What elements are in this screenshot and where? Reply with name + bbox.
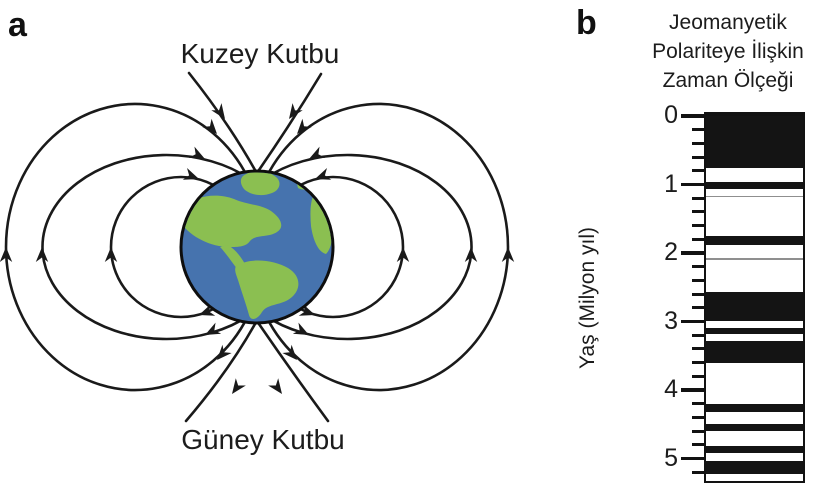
minor-tick (692, 169, 704, 173)
minor-tick (692, 306, 704, 310)
polarity-band (706, 168, 803, 182)
polarity-band (706, 189, 803, 196)
major-tick (681, 182, 704, 187)
field-line-bottom-right (257, 322, 330, 423)
magnetic-field-diagram (0, 71, 515, 423)
polarity-band (706, 453, 803, 462)
minor-tick (692, 210, 704, 214)
arrowheads-equator (0, 247, 515, 262)
polarity-band (706, 474, 803, 481)
tick-label: 1 (664, 169, 678, 198)
arrowheads-top (182, 103, 332, 180)
polarity-band (706, 431, 803, 447)
continent-north-america (182, 195, 282, 247)
field-line-outer-right (264, 102, 510, 392)
minor-tick (692, 237, 704, 241)
panel-b-title-line3: Zaman Ölçeği (662, 69, 794, 92)
polarity-band (706, 244, 803, 258)
panel-b-title: Jeomanyetik Polariteye İlişkin Zaman Ölç… (628, 8, 825, 95)
polarity-band (706, 181, 803, 190)
minor-tick (692, 429, 704, 433)
minor-tick (692, 128, 704, 132)
major-tick (681, 319, 704, 324)
arrowheads-bottom (199, 304, 315, 394)
south-pole-label: Güney Kutbu (181, 424, 345, 455)
minor-tick (692, 374, 704, 378)
major-tick (681, 114, 704, 118)
polarity-band (706, 196, 803, 236)
polarity-column (704, 112, 805, 483)
minor-tick (692, 224, 704, 228)
tick-label: 4 (664, 375, 678, 403)
tick-label: 0 (664, 101, 678, 129)
polarity-band (706, 340, 803, 364)
field-line-middle-left (41, 153, 252, 341)
panel-b-title-line1: Jeomanyetik (669, 11, 787, 34)
minor-tick (692, 347, 704, 351)
minor-tick (692, 265, 704, 269)
continent-central-america (220, 245, 246, 270)
polarity-band (706, 292, 803, 321)
field-arrowheads (0, 103, 515, 394)
minor-tick (692, 361, 704, 365)
polarity-band (706, 320, 803, 328)
field-line-top-right (257, 72, 323, 172)
earth-globe (179, 169, 335, 325)
minor-tick (692, 141, 704, 145)
minor-tick (692, 443, 704, 447)
minor-tick (692, 415, 704, 419)
panel-b-label: b (576, 4, 597, 42)
field-line-bottom-left (184, 322, 257, 423)
continent-greenland (240, 172, 280, 196)
polarity-band (706, 461, 803, 475)
polarity-band (706, 116, 803, 169)
polarity-band (706, 403, 803, 412)
minor-tick (692, 402, 704, 406)
polarity-band (706, 411, 803, 425)
polarity-band (706, 327, 803, 334)
minor-tick (692, 196, 704, 200)
polarity-band (706, 235, 803, 245)
north-pole-label: Kuzey Kutbu (180, 38, 340, 69)
tick-label: 3 (664, 306, 678, 335)
field-line-middle-right (262, 153, 473, 341)
field-line-outer-left (4, 102, 250, 392)
major-tick (681, 456, 704, 461)
panel-b-title-line2: Polariteye İlişkin (652, 40, 804, 63)
minor-tick (692, 292, 704, 296)
panel-a-label: a (8, 6, 27, 44)
polarity-band (706, 259, 803, 292)
polarity-band (706, 363, 803, 404)
minor-tick (692, 155, 704, 159)
minor-tick (692, 333, 704, 337)
polarity-band (706, 257, 803, 260)
continent-south-america (235, 260, 299, 319)
earth-continents (182, 172, 332, 319)
minor-tick (692, 278, 704, 282)
major-tick (681, 388, 704, 392)
tick-label: 5 (664, 443, 678, 472)
polarity-band (706, 333, 803, 341)
tick-label: 2 (664, 238, 678, 266)
minor-tick (692, 470, 704, 474)
polarity-band (706, 195, 803, 198)
major-tick (681, 251, 704, 255)
polarity-band (706, 446, 803, 453)
field-line-top-left (187, 71, 257, 172)
polarity-band (706, 424, 803, 432)
